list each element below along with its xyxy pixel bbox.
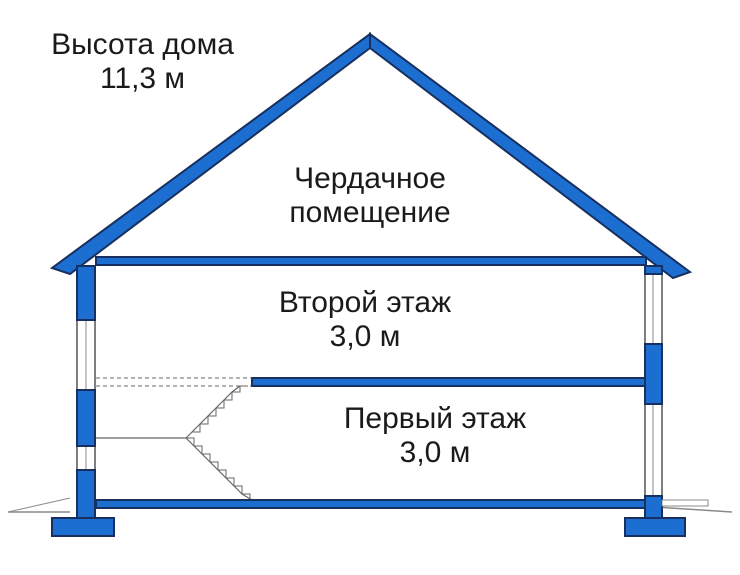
- second-floor-title: Второй этаж: [278, 286, 452, 319]
- first-floor-height: 3,0 м: [399, 436, 471, 469]
- right-wall-pier-middle: [644, 343, 663, 405]
- right-foundation: [624, 517, 686, 537]
- second-floor-dashed-opening: [96, 377, 252, 387]
- left-wall-pier-top: [76, 265, 96, 321]
- staircase: [96, 385, 262, 501]
- stair-steps-upper: [192, 385, 248, 433]
- left-wall-pier-bottom: [76, 469, 96, 519]
- left-foundation: [51, 517, 115, 537]
- house-height-value: 11,3 м: [99, 62, 186, 95]
- left-wall-pier-middle: [76, 389, 96, 447]
- ground-floor-slab: [95, 499, 646, 509]
- second-floor-slab: [251, 377, 646, 387]
- first-floor-title: Первый этаж: [343, 402, 527, 435]
- first-floor-label: Первый этаж 3,0 м: [300, 402, 570, 470]
- second-floor-label: Второй этаж 3,0 м: [230, 286, 500, 354]
- attic-label: Чердачное помещение: [250, 162, 490, 230]
- ground-slope-left: [7, 497, 71, 513]
- attic-label-line-2: помещение: [289, 196, 451, 229]
- stair-steps-lower: [186, 437, 262, 501]
- house-height-title: Высота дома: [51, 28, 234, 61]
- right-wall-cap: [644, 265, 663, 275]
- house-height-label: Высота дома 11,3 м: [30, 28, 255, 96]
- second-floor-height: 3,0 м: [329, 320, 401, 353]
- right-wall-pier-bottom: [644, 495, 663, 519]
- right-porch-step: [661, 499, 709, 507]
- attic-floor-slab: [95, 256, 647, 266]
- attic-label-line-1: Чердачное: [294, 162, 446, 195]
- roof-outline: [51, 33, 691, 273]
